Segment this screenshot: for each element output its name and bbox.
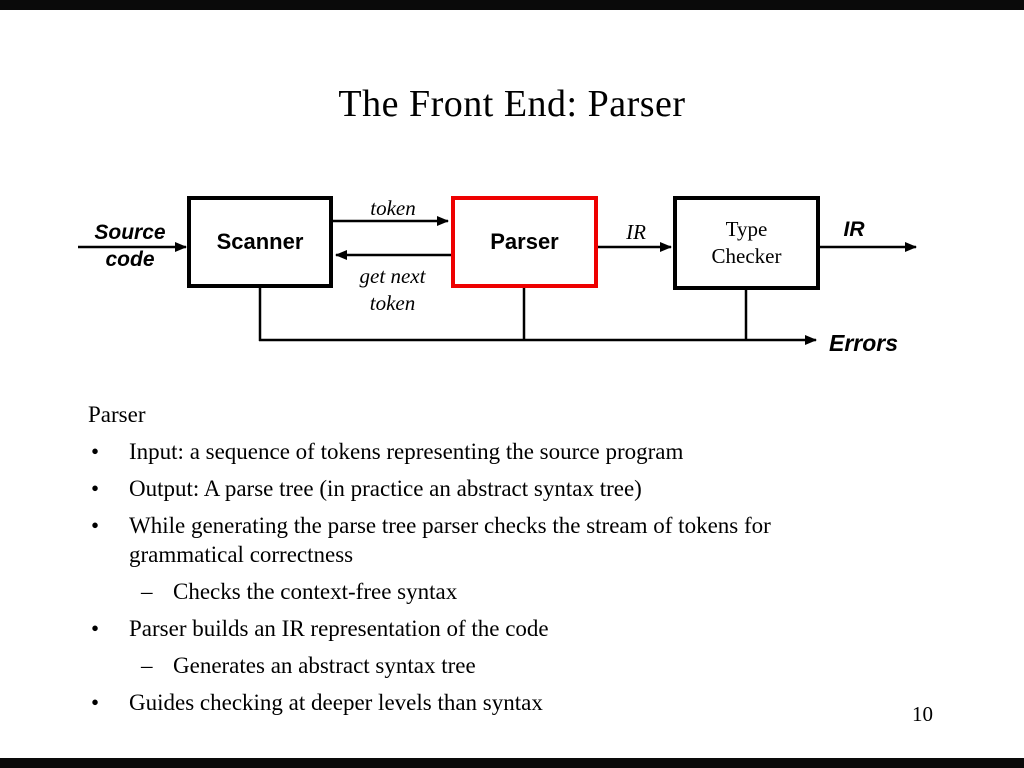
type-checker-label: Type Checker [712, 216, 782, 270]
bullet-item-while-generating: • While generating the parse tree parser… [88, 511, 904, 569]
bullet-marker: • [91, 616, 100, 641]
bullet-marker: • [91, 690, 100, 715]
bullet-marker: • [91, 439, 100, 464]
errors-label: Errors [829, 330, 899, 356]
ir-label: IR [626, 220, 646, 244]
body-heading: Parser [88, 400, 904, 429]
get-next-token-label-line1: get next [359, 264, 426, 288]
parser-label: Parser [490, 229, 559, 254]
bullet-text: Parser builds an IR representation of th… [129, 616, 549, 641]
bullet-text: While generating the parse tree parser c… [129, 511, 904, 569]
type-checker-box: Type Checker [673, 196, 820, 290]
scanner-label: Scanner [216, 229, 304, 254]
top-border-bar [0, 0, 1024, 10]
source-code-label-line1: Source [94, 221, 166, 244]
bullet-text: Guides checking at deeper levels than sy… [129, 690, 543, 715]
sub-bullet-item-context-free: – Checks the context-free syntax [88, 577, 904, 606]
bullet-text-line2: grammatical correctness [129, 542, 354, 567]
bullet-text: Output: A parse tree (in practice an abs… [129, 476, 642, 501]
bullet-marker: • [91, 476, 100, 501]
type-checker-label-line2: Checker [711, 244, 782, 268]
source-code-label: Source code [76, 219, 184, 273]
bullet-item-input: • Input: a sequence of tokens representi… [88, 437, 904, 466]
bottom-border-bar [0, 758, 1024, 768]
type-checker-label-line1: Type [725, 217, 768, 241]
bullet-text: Checks the context-free syntax [173, 579, 458, 604]
parser-box: Parser [451, 196, 598, 288]
ir-output-label: IR [843, 218, 865, 241]
bullet-list: Parser • Input: a sequence of tokens rep… [88, 400, 904, 725]
body-heading-text: Parser [88, 402, 146, 427]
bullet-item-guides-checking: • Guides checking at deeper levels than … [88, 688, 904, 717]
get-next-token-label-line2: token [369, 291, 416, 315]
page-number: 10 [912, 702, 933, 726]
token-label: token [370, 196, 416, 220]
dash-marker: – [141, 579, 153, 604]
bullet-text: Input: a sequence of tokens representing… [129, 439, 684, 464]
slide-title: The Front End: Parser [338, 83, 686, 125]
bullet-marker: • [91, 513, 100, 538]
source-code-label-line2: code [105, 248, 155, 271]
scanner-box: Scanner [187, 196, 333, 288]
bullet-text: Generates an abstract syntax tree [173, 653, 476, 678]
bullet-item-output: • Output: A parse tree (in practice an a… [88, 474, 904, 503]
bullet-item-ir-representation: • Parser builds an IR representation of … [88, 614, 904, 643]
get-next-token-label: get next token [335, 263, 450, 317]
bullet-text-line1: While generating the parse tree parser c… [129, 513, 771, 538]
sub-bullet-item-ast: – Generates an abstract syntax tree [88, 651, 904, 680]
dash-marker: – [141, 653, 153, 678]
